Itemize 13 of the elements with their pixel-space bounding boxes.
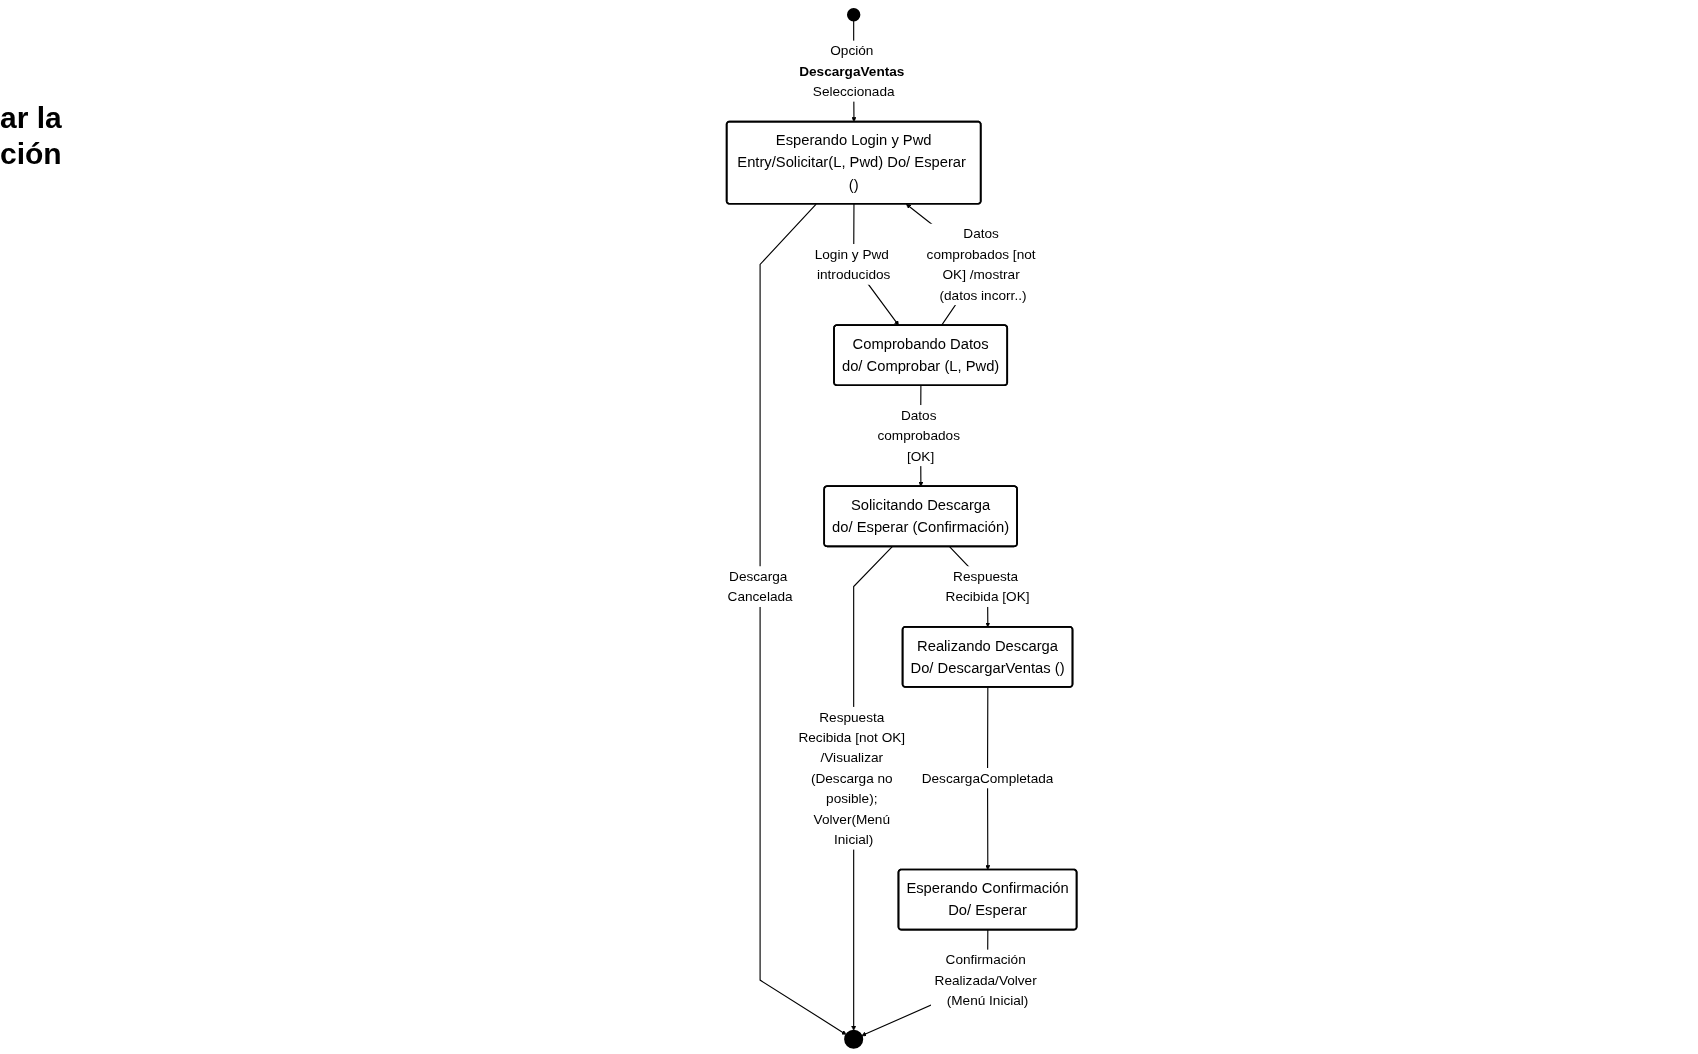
edge-label: Respuesta Recibida [not OK] /Visualizar (Descarga no posible); Volver(Menú Inicial) bbox=[798, 709, 906, 847]
edge-label: Opción DescargaVentas Seleccionada bbox=[799, 42, 905, 99]
edge-label: Confirmación Realizada/Volver (Menú Inicial) bbox=[934, 951, 1037, 1008]
edge-label: Datos comprobados [OK] bbox=[877, 407, 960, 464]
edge-label: DescargaCompletada bbox=[921, 770, 1054, 786]
arrow bbox=[985, 686, 991, 870]
edge-label: Descarga Cancelada bbox=[727, 568, 793, 605]
edge-label: Login y Pwd introducidos bbox=[814, 246, 891, 283]
edge-label: Respuesta Recibida [OK] bbox=[945, 568, 1030, 605]
arrow bbox=[759, 203, 847, 1035]
node-circle bbox=[846, 8, 861, 22]
heading-text: ar la ción bbox=[0, 100, 63, 172]
edge-label: Datos comprobados [not OK] /mostrar (datos incorr..) bbox=[926, 225, 1036, 303]
